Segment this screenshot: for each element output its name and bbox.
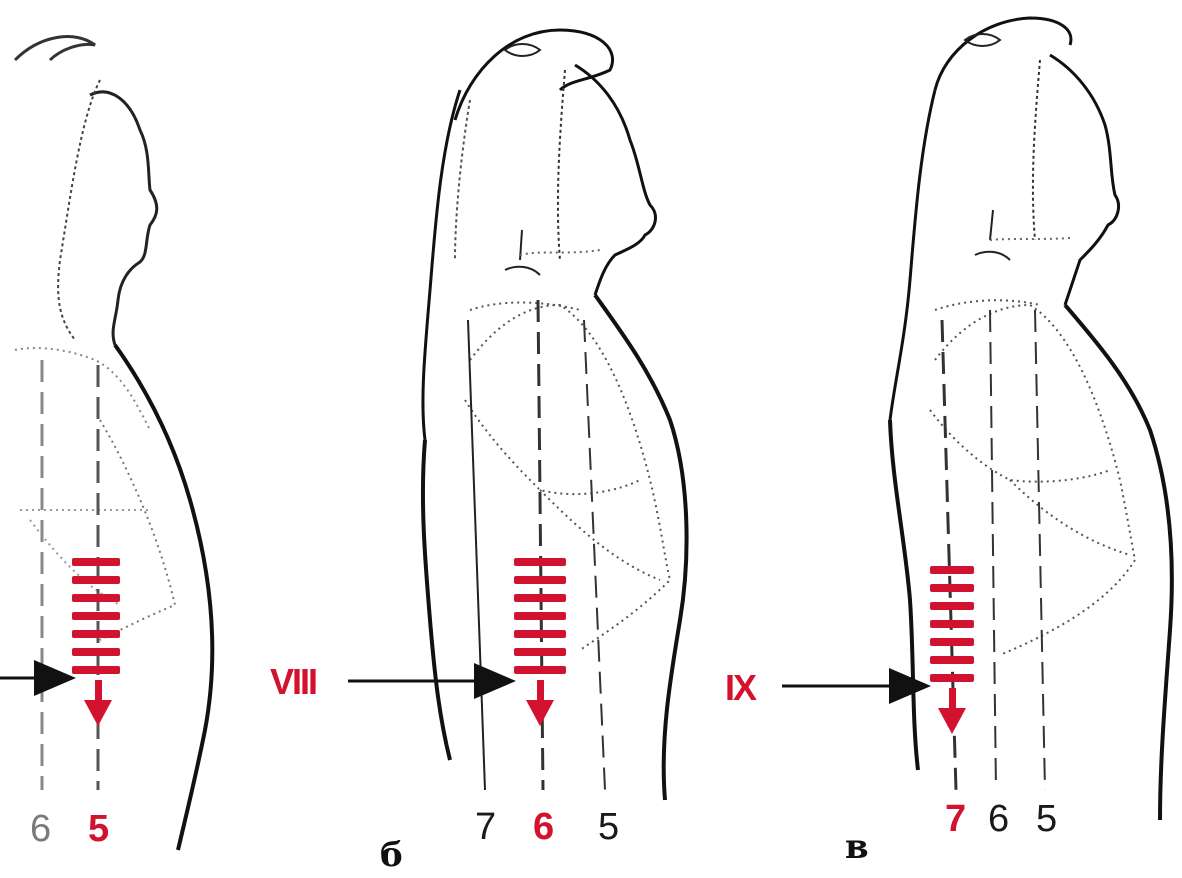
panel-b-caption: б [380, 838, 403, 872]
panel-b-number-7: 7 [475, 808, 496, 846]
panel-c-head-top [935, 18, 1071, 90]
panel-a-face-profile [90, 92, 157, 345]
panel-c-line-5 [1035, 310, 1045, 790]
panel-b-number-5: 5 [598, 808, 619, 846]
panel-b-hood [558, 70, 565, 260]
panel-b-hair-back [423, 90, 460, 440]
panel-b-ear-detail [505, 44, 540, 56]
panel-a-shoulder [15, 348, 150, 430]
panel-c-face-profile [1050, 55, 1119, 305]
panel-c-shoulder-dotted [935, 300, 1040, 310]
panel-b-number-6: 6 [533, 808, 554, 846]
panel-a [0, 37, 212, 850]
panel-b-neck-fold [505, 230, 540, 275]
panel-a-hair [15, 37, 95, 60]
panel-c-back-contour [890, 420, 918, 770]
panel-a-red-marker [72, 558, 120, 726]
panel-b-back-contour [423, 440, 450, 760]
panel-c-neck-dotted [990, 238, 1070, 240]
panel-b-hair-inner [455, 100, 470, 260]
panel-b-chest-dotted [470, 305, 670, 650]
panel-b-line-5 [584, 320, 605, 790]
panel-a-body-contour [115, 345, 212, 850]
panel-c-front-contour [1065, 305, 1172, 820]
panel-b-rib-dotted [465, 400, 640, 494]
panel-b-shoulder-dotted [470, 303, 580, 311]
panel-c-number-5: 5 [1036, 800, 1057, 838]
panel-c-rib-dotted-2 [1010, 480, 1130, 555]
panel-c [782, 18, 1172, 820]
panel-c-number-6: 6 [988, 800, 1009, 838]
panel-a-number-6: 6 [30, 810, 51, 848]
panel-c-neck-fold [975, 210, 1010, 260]
panel-c-caption: в [845, 830, 869, 864]
panel-b-rib-dotted-2 [540, 490, 660, 580]
panel-b [348, 30, 687, 800]
panel-b-roman-label: VIII [270, 664, 316, 700]
panel-b-face-profile [575, 65, 655, 295]
panel-a-head-back [58, 80, 100, 340]
panel-c-line-6 [990, 310, 996, 790]
panel-b-front-contour [595, 295, 687, 800]
panel-c-roman-label: IX [725, 670, 755, 706]
panel-c-hair-inner [1033, 60, 1040, 240]
panel-c-number-7: 7 [945, 800, 966, 838]
panel-a-rib-outline [100, 420, 175, 640]
panel-c-rib-dotted [930, 410, 1110, 482]
panel-b-red-marker [514, 558, 566, 726]
panel-a-number-5: 5 [88, 810, 109, 848]
panel-c-hair-back [890, 90, 935, 420]
panel-b-line-7 [468, 320, 485, 790]
